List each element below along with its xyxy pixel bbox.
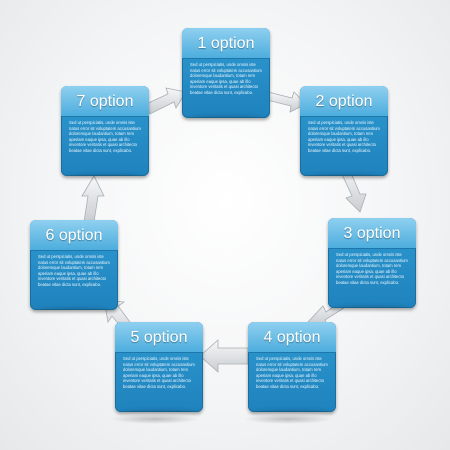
option-text: Sed ut perspiciatis, unde omnis iste nat… [308,120,380,153]
option-text: Sed ut perspiciatis, unde omnis iste nat… [336,252,408,285]
option-box-4[interactable]: 4 option Sed ut perspiciatis, unde omnis… [248,322,336,412]
arrow-1-to-2 [266,91,307,113]
option-box-7[interactable]: 7 option Sed ut perspiciatis, unde omnis… [61,86,149,176]
floor-shadow [110,414,200,424]
option-box-3[interactable]: 3 option Sed ut perspiciatis, unde omnis… [328,218,416,308]
option-title: 6 option [45,227,103,244]
option-title: 7 option [76,93,134,110]
option-box-6[interactable]: 6 option Sed ut perspiciatis, unde omnis… [30,220,118,310]
arrow-6-to-7 [81,175,105,223]
option-text: Sed ut perspiciatis, unde omnis iste nat… [69,120,141,153]
floor-shadow [243,414,333,424]
option-text: Sed ut perspiciatis, unde omnis iste nat… [38,254,110,287]
option-title: 1 option [197,35,255,52]
option-text: Sed ut perspiciatis, unde omnis iste nat… [190,62,262,95]
option-text: Sed ut perspiciatis, unde omnis iste nat… [123,356,195,389]
option-title: 5 option [130,329,188,346]
option-box-2[interactable]: 2 option Sed ut perspiciatis, unde omnis… [300,86,388,176]
arrow-7-to-1 [145,87,187,115]
option-title: 4 option [263,329,321,346]
arrow-4-to-5 [199,339,249,373]
option-title: 3 option [343,225,401,242]
option-box-5[interactable]: 5 option Sed ut perspiciatis, unde omnis… [115,322,203,412]
option-text: Sed ut perspiciatis, unde omnis iste nat… [256,356,328,389]
option-title: 2 option [315,93,373,110]
option-box-1[interactable]: 1 option Sed ut perspiciatis, unde omnis… [182,28,270,118]
